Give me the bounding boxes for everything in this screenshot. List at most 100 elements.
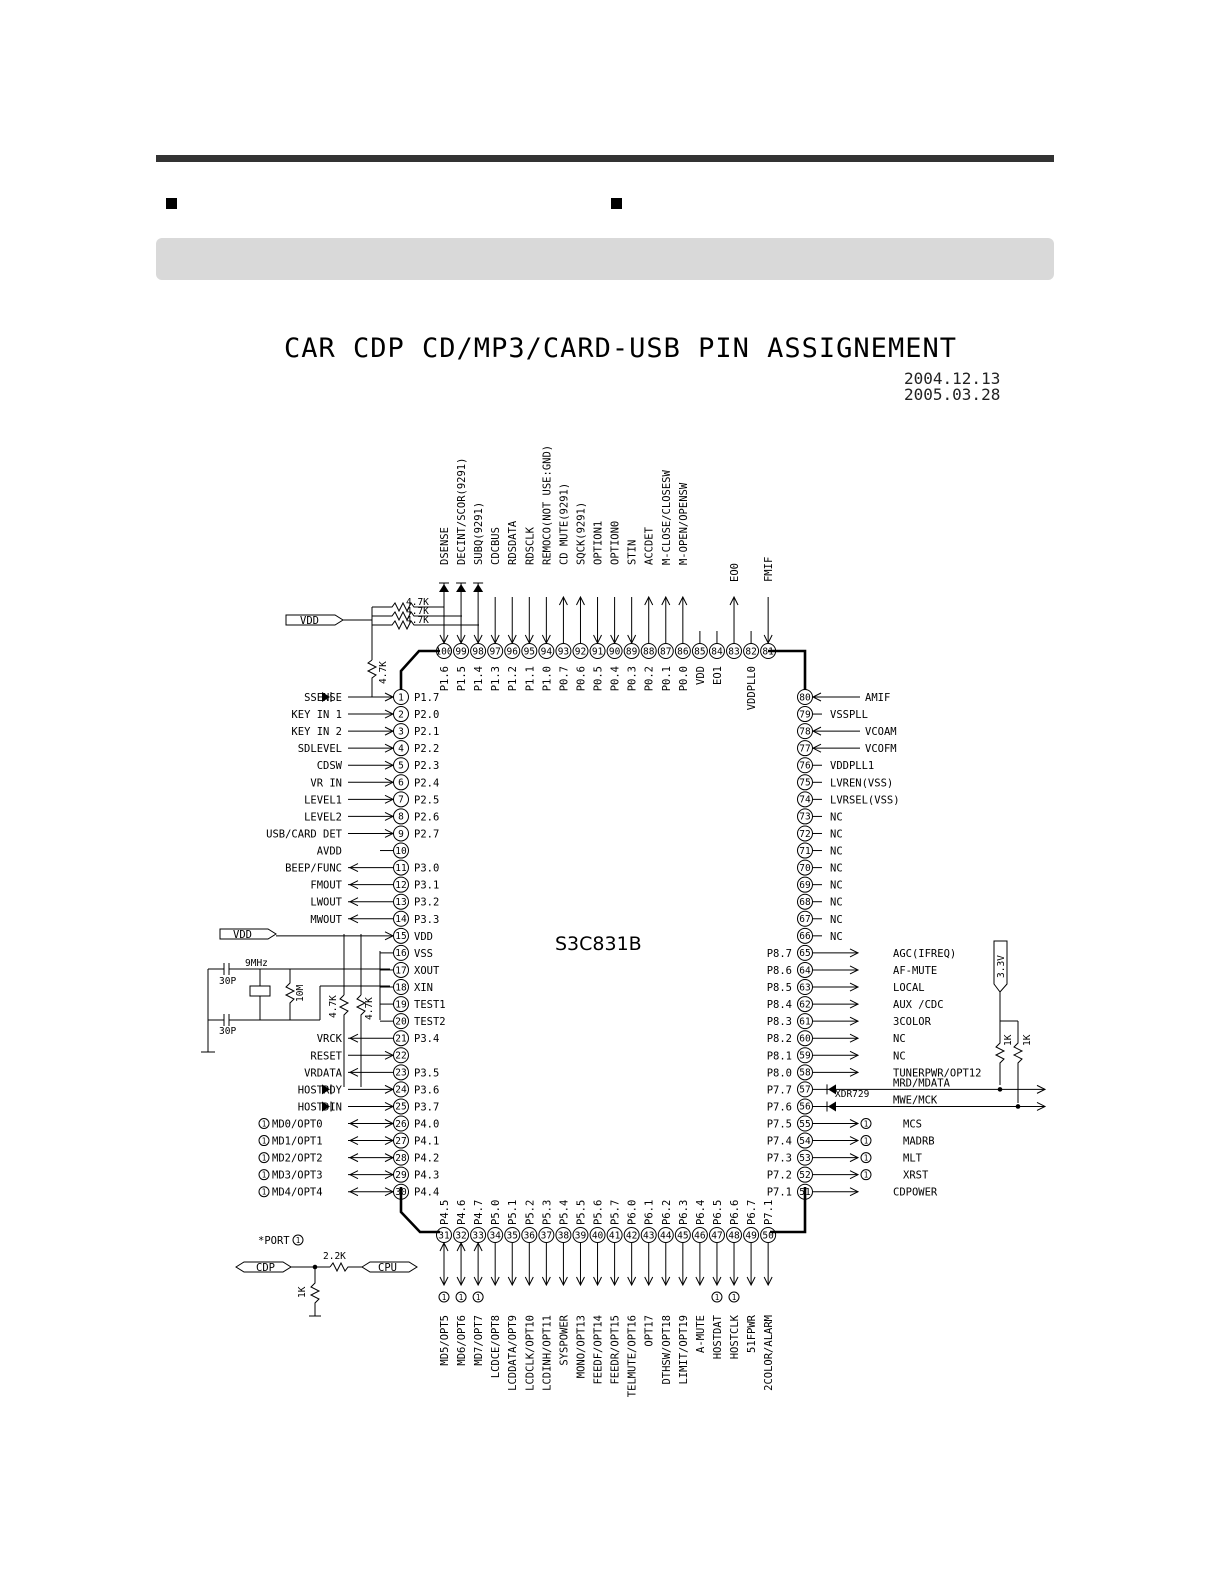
res-1k-port-label: 1K: [297, 1286, 308, 1298]
left-pin-11-signal: BEEP/FUNC: [285, 863, 342, 875]
left-pin-19-port: TEST1: [414, 999, 446, 1011]
right-pin-68-signal: NC: [830, 897, 843, 909]
left-pin-6-port: P2.4: [414, 777, 439, 789]
bottom-pin-40-arrow-out: [593, 1276, 602, 1287]
res-47k-e: 4.7K: [364, 997, 375, 1020]
right-pin-64-port: P8.6: [767, 965, 792, 977]
bottom-pin-41-arrow-out: [610, 1276, 620, 1287]
left-pin-14-arrow-out: [348, 914, 359, 924]
left-pin-2-circle: [393, 706, 409, 723]
top-pin-89-signal: STIN: [627, 540, 639, 565]
right-pin-53-port: P7.3: [767, 1153, 792, 1165]
top-pin-91-port: P0.5: [593, 666, 605, 691]
left-pin-13-signal: LWOUT: [310, 897, 342, 909]
cpu-tag: [361, 1261, 418, 1273]
right-pin-67-circle: [797, 910, 813, 927]
left-pin-24-number: 24: [395, 1085, 407, 1096]
cap-30p-b: 30P: [219, 1026, 236, 1037]
top-pin-86-number: 86: [677, 646, 689, 657]
left-pin-16-circle: [393, 944, 409, 961]
bottom-pin-42-signal: TELMUTE/OPT16: [627, 1315, 639, 1397]
right-pin-58-arrow-out: [849, 1067, 860, 1077]
top-pin-100-number: 100: [435, 646, 452, 657]
right-pin-53-arrow-out: [849, 1153, 860, 1163]
bottom-pin-32-mark-num: 1: [459, 1293, 464, 1302]
top-pin-87-number: 87: [660, 646, 671, 657]
bottom-pin-43-arrow-out: [644, 1276, 654, 1287]
left-pin-17-port: XOUT: [414, 965, 440, 977]
top-pin-83-arrow-out: [729, 595, 739, 606]
bottom-pin-32-mark-circle: [455, 1291, 467, 1303]
left-pin-21-number: 21: [395, 1034, 407, 1045]
right-pin-51-port: P7.1: [767, 1187, 792, 1199]
top-pin-100-signal: DSENSE: [439, 527, 451, 565]
right-pin-55-circle: [797, 1115, 813, 1132]
revision-date-2: 2005.03.28: [904, 385, 1000, 404]
left-pin-2-signal: KEY IN 1: [291, 709, 342, 721]
right-pin-72-circle: [797, 825, 813, 842]
left-pin-3-signal: KEY IN 2: [291, 726, 342, 738]
bottom-pin-39-signal: MONO/OPT13: [575, 1315, 587, 1378]
bottom-pin-35-arrow-out: [507, 1276, 517, 1287]
bottom-pin-36-signal: LCDCLK/OPT10: [524, 1315, 536, 1391]
chip-outline: [399, 649, 807, 1234]
res-47k-b: 4.7K: [406, 606, 429, 617]
left-pin-16-port: VSS: [414, 948, 433, 960]
right-pin-52-signal: XRST: [903, 1170, 929, 1182]
left-pin-9-port: P2.7: [414, 828, 439, 840]
right-pin-76-circle: [797, 757, 813, 774]
bottom-pin-36-port: P5.2: [524, 1200, 536, 1225]
top-pin-95-number: 95: [524, 646, 535, 657]
port-note-mark-num: 1: [296, 1236, 301, 1245]
top-pin-90-signal: OPTION0: [610, 521, 622, 565]
left-pin-17-circle: [393, 961, 409, 978]
right-pin-59-signal: NC: [893, 1050, 906, 1062]
bottom-pin-42-number: 42: [626, 1230, 637, 1241]
bottom-pin-33-number: 33: [472, 1230, 483, 1241]
bottom-pin-38-number: 38: [558, 1230, 570, 1241]
bottom-pin-50-circle: [760, 1227, 777, 1243]
bottom-pin-48-circle: [726, 1227, 743, 1243]
right-pin-78-arrow-in: [811, 726, 822, 736]
left-pin-13-circle: [393, 893, 409, 910]
right-pin-51-number: 51: [799, 1187, 811, 1198]
top-pin-84-circle: [708, 643, 725, 659]
left-pin-6-number: 6: [398, 778, 404, 789]
res-2k2-label: 2.2K: [323, 1251, 346, 1262]
left-pin-10-circle: [393, 842, 409, 859]
bottom-pin-47-signal: HOSTDAT: [712, 1314, 724, 1359]
right-pin-62-signal: AUX /CDC: [893, 999, 944, 1011]
left-pin-24-circle: [393, 1081, 409, 1098]
bottom-pin-32-port: P4.6: [456, 1200, 468, 1225]
top-pin-92-number: 92: [575, 646, 586, 657]
left-pin-8-number: 8: [398, 812, 404, 823]
res-47k-a: 4.7K: [406, 597, 429, 608]
right-pin-54-circle: [797, 1132, 813, 1149]
right-pin-75-signal: LVREN(VSS): [830, 777, 893, 789]
bottom-pin-45-number: 45: [677, 1230, 688, 1241]
right-pin-61-arrow-out: [849, 1016, 860, 1026]
bottom-pin-35-circle: [504, 1227, 521, 1243]
left-pin-30-arrow-out: [348, 1187, 359, 1197]
left-pin-27-signal: MD1/OPT1: [272, 1136, 323, 1148]
bottom-pin-48-signal: HOSTCLK: [729, 1314, 741, 1359]
right-pin-72-number: 72: [799, 829, 810, 840]
left-pin-22-circle: [393, 1047, 409, 1064]
left-pin-12-circle: [393, 876, 409, 893]
bottom-pin-31-arrow-out: [439, 1276, 449, 1287]
right-pin-51-signal: CDPOWER: [893, 1187, 938, 1199]
right-pin-54-arrow-out: [849, 1136, 860, 1146]
top-pin-83-signal: EO0: [729, 563, 741, 582]
left-pin-27-port: P4.1: [414, 1136, 439, 1148]
bottom-pin-38-signal: SYSPOWER: [558, 1314, 570, 1365]
top-pin-98-signal: SUBQ(9291): [473, 502, 485, 565]
right-pin-65-port: P8.7: [767, 948, 792, 960]
right-pin-56-diode: [828, 1101, 836, 1112]
bottom-pin-37-port: P5.3: [541, 1200, 553, 1225]
bottom-pin-33-arrow-up: [473, 1241, 483, 1252]
left-pin-27-mark-num: 1: [262, 1136, 267, 1145]
bottom-pin-50-port: P7.1: [763, 1200, 775, 1225]
left-pin-11-circle: [393, 859, 409, 876]
right-pin-75-number: 75: [799, 778, 810, 789]
left-pin-20-number: 20: [395, 1016, 407, 1027]
